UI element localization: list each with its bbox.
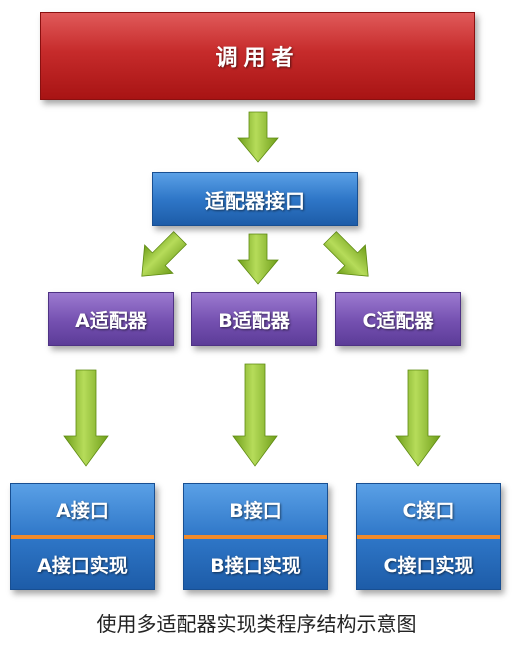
arrow-b-to-b-interface <box>232 363 278 467</box>
arrow-interface-to-a <box>141 231 187 277</box>
adapter-c-box: C适配器 <box>335 292 461 346</box>
interface-a-label: A接口 <box>56 500 109 522</box>
caller-box: 调用者 <box>40 12 475 100</box>
interface-a-impl-label: A接口实现 <box>37 555 128 577</box>
interface-c-stack: C接口 C接口实现 <box>356 483 501 590</box>
arrow-c-to-c-interface <box>395 369 441 467</box>
interface-c-separator <box>357 535 500 539</box>
diagram-caption: 使用多适配器实现类程序结构示意图 <box>96 612 417 636</box>
interface-a-stack: A接口 A接口实现 <box>10 483 155 590</box>
arrow-interface-to-c <box>323 231 369 277</box>
interface-b-impl-label: B接口实现 <box>210 555 301 577</box>
arrow-interface-to-b <box>237 233 279 285</box>
adapter-interface-box: 适配器接口 <box>152 172 358 226</box>
adapter-a-box: A适配器 <box>48 292 174 346</box>
arrow-caller-to-interface <box>237 111 279 163</box>
interface-b-separator <box>184 535 327 539</box>
interface-c-impl-label: C接口实现 <box>383 555 474 577</box>
adapter-b-label: B适配器 <box>218 309 290 332</box>
adapter-interface-label: 适配器接口 <box>205 188 305 213</box>
caller-label: 调用者 <box>215 46 300 71</box>
interface-c-label: C接口 <box>402 500 455 522</box>
interface-a-separator <box>11 535 154 539</box>
adapter-b-box: B适配器 <box>191 292 317 346</box>
arrow-a-to-a-interface <box>63 369 109 467</box>
adapter-c-label: C适配器 <box>362 309 434 332</box>
interface-b-label: B接口 <box>229 500 282 522</box>
adapter-a-label: A适配器 <box>75 309 147 332</box>
interface-b-stack: B接口 B接口实现 <box>183 483 328 590</box>
